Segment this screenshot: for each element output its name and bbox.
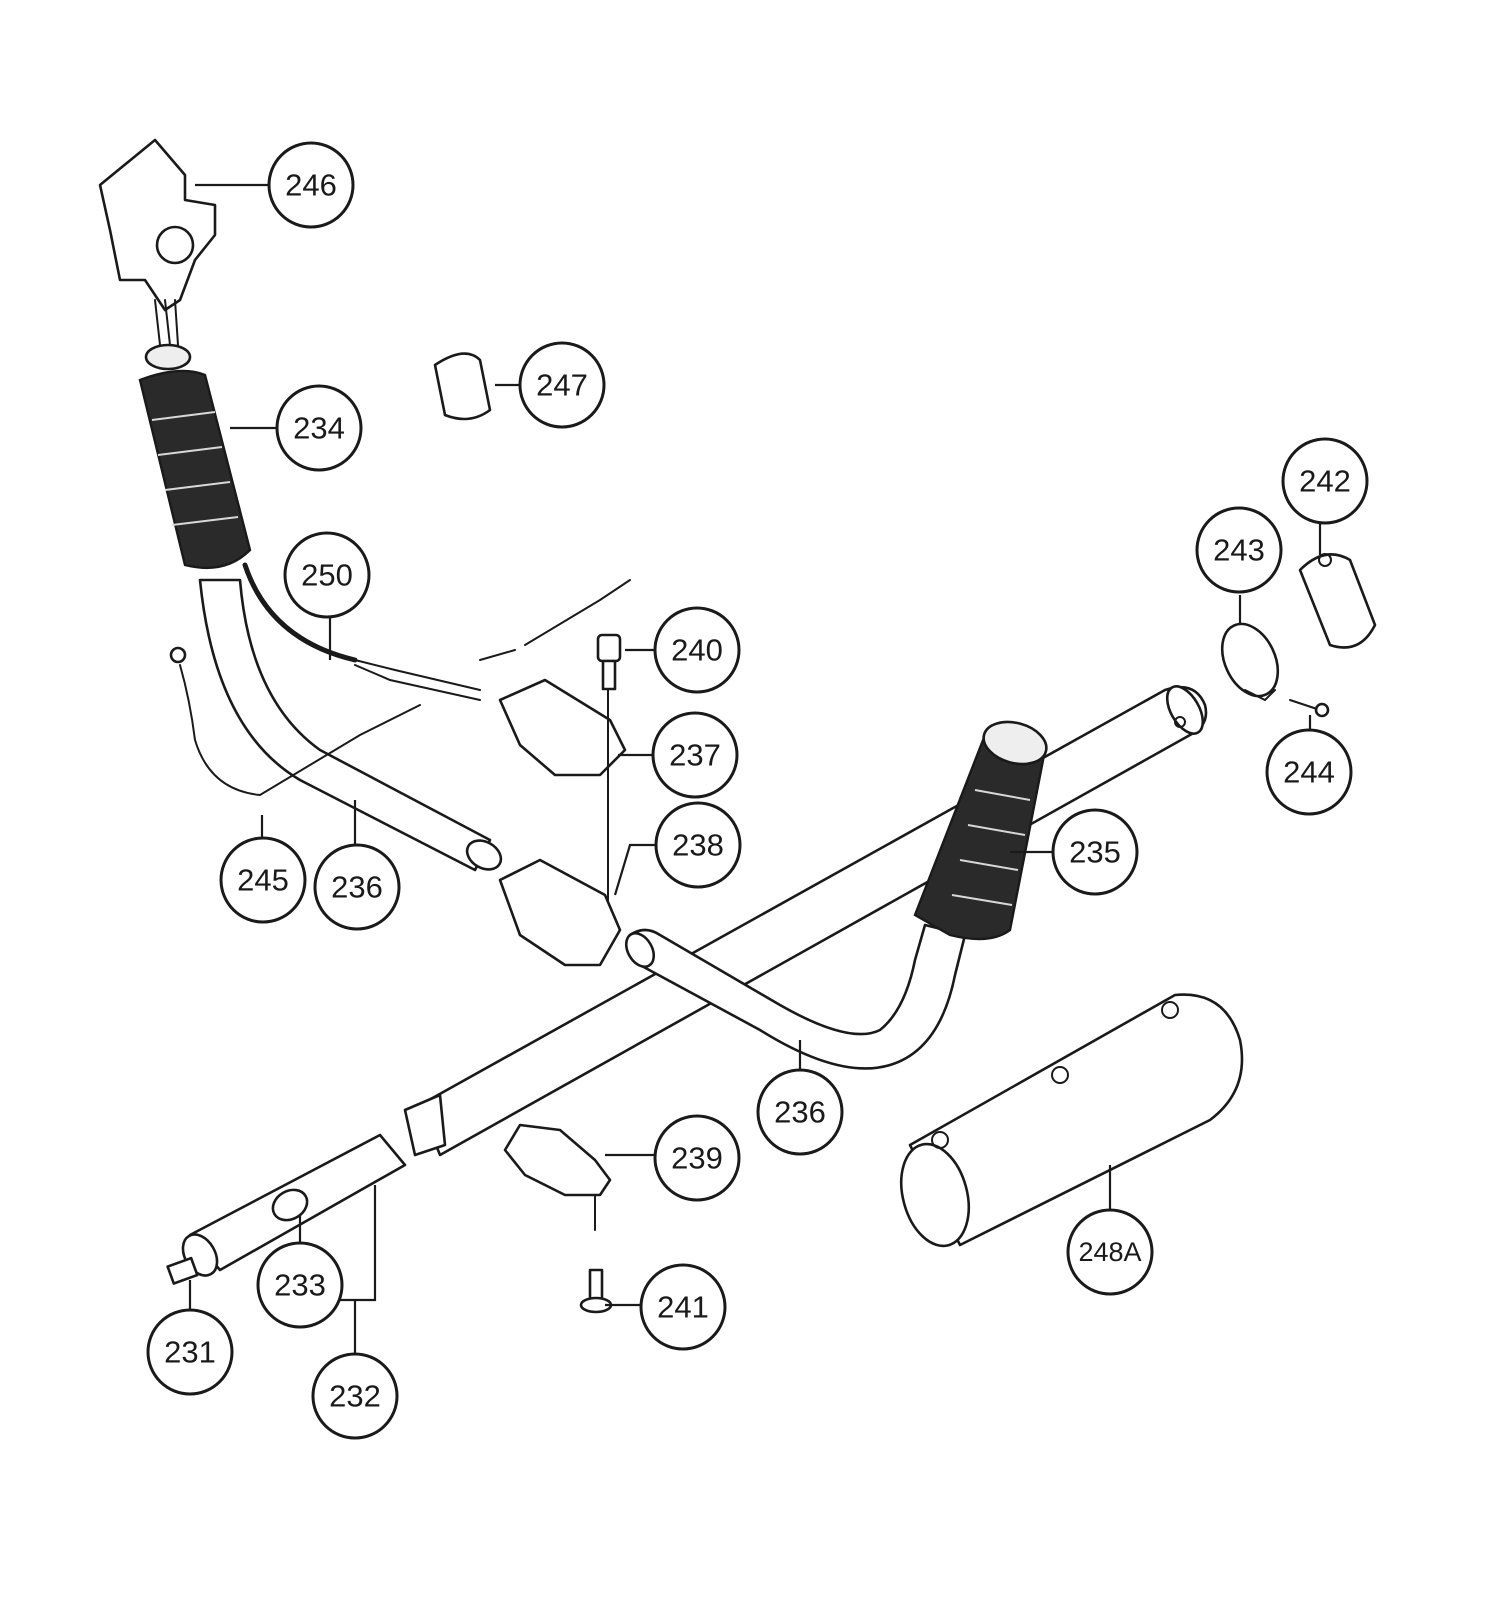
bolt-240 xyxy=(596,633,622,691)
callout-236-right: 236 xyxy=(756,1068,844,1156)
clamp-upper-237 xyxy=(498,678,627,901)
callout-234-label: 234 xyxy=(293,411,345,446)
callout-245-label: 245 xyxy=(237,863,289,898)
callout-246-label: 246 xyxy=(285,168,337,203)
callout-232: 232 xyxy=(311,1352,399,1440)
callout-242: 242 xyxy=(1281,437,1369,525)
callout-247: 247 xyxy=(518,341,606,429)
leader-lines xyxy=(188,183,1322,1355)
screw-244 xyxy=(1289,699,1330,718)
throttle-cable xyxy=(169,646,421,797)
callout-247-label: 247 xyxy=(536,368,588,403)
callout-244-label: 244 xyxy=(1283,755,1335,790)
callout-239-label: 239 xyxy=(671,1141,723,1176)
callout-238: 238 xyxy=(654,801,742,889)
callout-243-label: 243 xyxy=(1213,533,1265,568)
clamp-lower-238 xyxy=(498,858,622,967)
callout-237-label: 237 xyxy=(669,738,721,773)
callout-241: 241 xyxy=(639,1263,727,1351)
callout-248a: 248A xyxy=(1066,1208,1154,1296)
callout-244: 244 xyxy=(1265,728,1353,816)
callout-238-label: 238 xyxy=(672,828,724,863)
callout-250: 250 xyxy=(283,531,371,619)
handle-bar-right xyxy=(624,923,967,1070)
callout-233: 233 xyxy=(256,1241,344,1329)
clamp-239 xyxy=(503,1123,612,1231)
callout-236-left: 236 xyxy=(313,843,401,931)
callout-240: 240 xyxy=(653,606,741,694)
grip-right xyxy=(913,720,1048,941)
callout-245: 245 xyxy=(219,836,307,924)
throttle-switch xyxy=(98,138,217,346)
callout-235: 235 xyxy=(1051,808,1139,896)
callout-239: 239 xyxy=(653,1114,741,1202)
callout-236-left-label: 236 xyxy=(331,870,383,905)
callout-240-label: 240 xyxy=(671,633,723,668)
inner-shaft-assembly xyxy=(166,1093,447,1285)
callout-232-label: 232 xyxy=(329,1379,381,1414)
callout-233-label: 233 xyxy=(274,1268,326,1303)
callout-243: 243 xyxy=(1195,506,1283,594)
callout-231-label: 231 xyxy=(164,1335,216,1370)
callout-237: 237 xyxy=(651,711,739,799)
pipe-cover-248a xyxy=(899,993,1244,1248)
callout-242-label: 242 xyxy=(1299,464,1351,499)
callout-248a-label: 248A xyxy=(1078,1237,1141,1267)
callout-234: 234 xyxy=(275,384,363,472)
clamp-243 xyxy=(1220,622,1280,702)
callout-250-label: 250 xyxy=(301,558,353,593)
callout-236-right-label: 236 xyxy=(774,1095,826,1130)
clamp-247 xyxy=(433,352,492,421)
wire-harness xyxy=(242,562,631,701)
grip-left xyxy=(138,343,252,569)
handle-bar-left xyxy=(198,578,503,872)
clamp-242 xyxy=(1298,553,1377,649)
callout-246: 246 xyxy=(267,141,355,229)
screw-241 xyxy=(579,1268,613,1314)
callout-241-label: 241 xyxy=(657,1290,709,1325)
callout-231: 231 xyxy=(146,1308,234,1396)
callout-235-label: 235 xyxy=(1069,835,1121,870)
